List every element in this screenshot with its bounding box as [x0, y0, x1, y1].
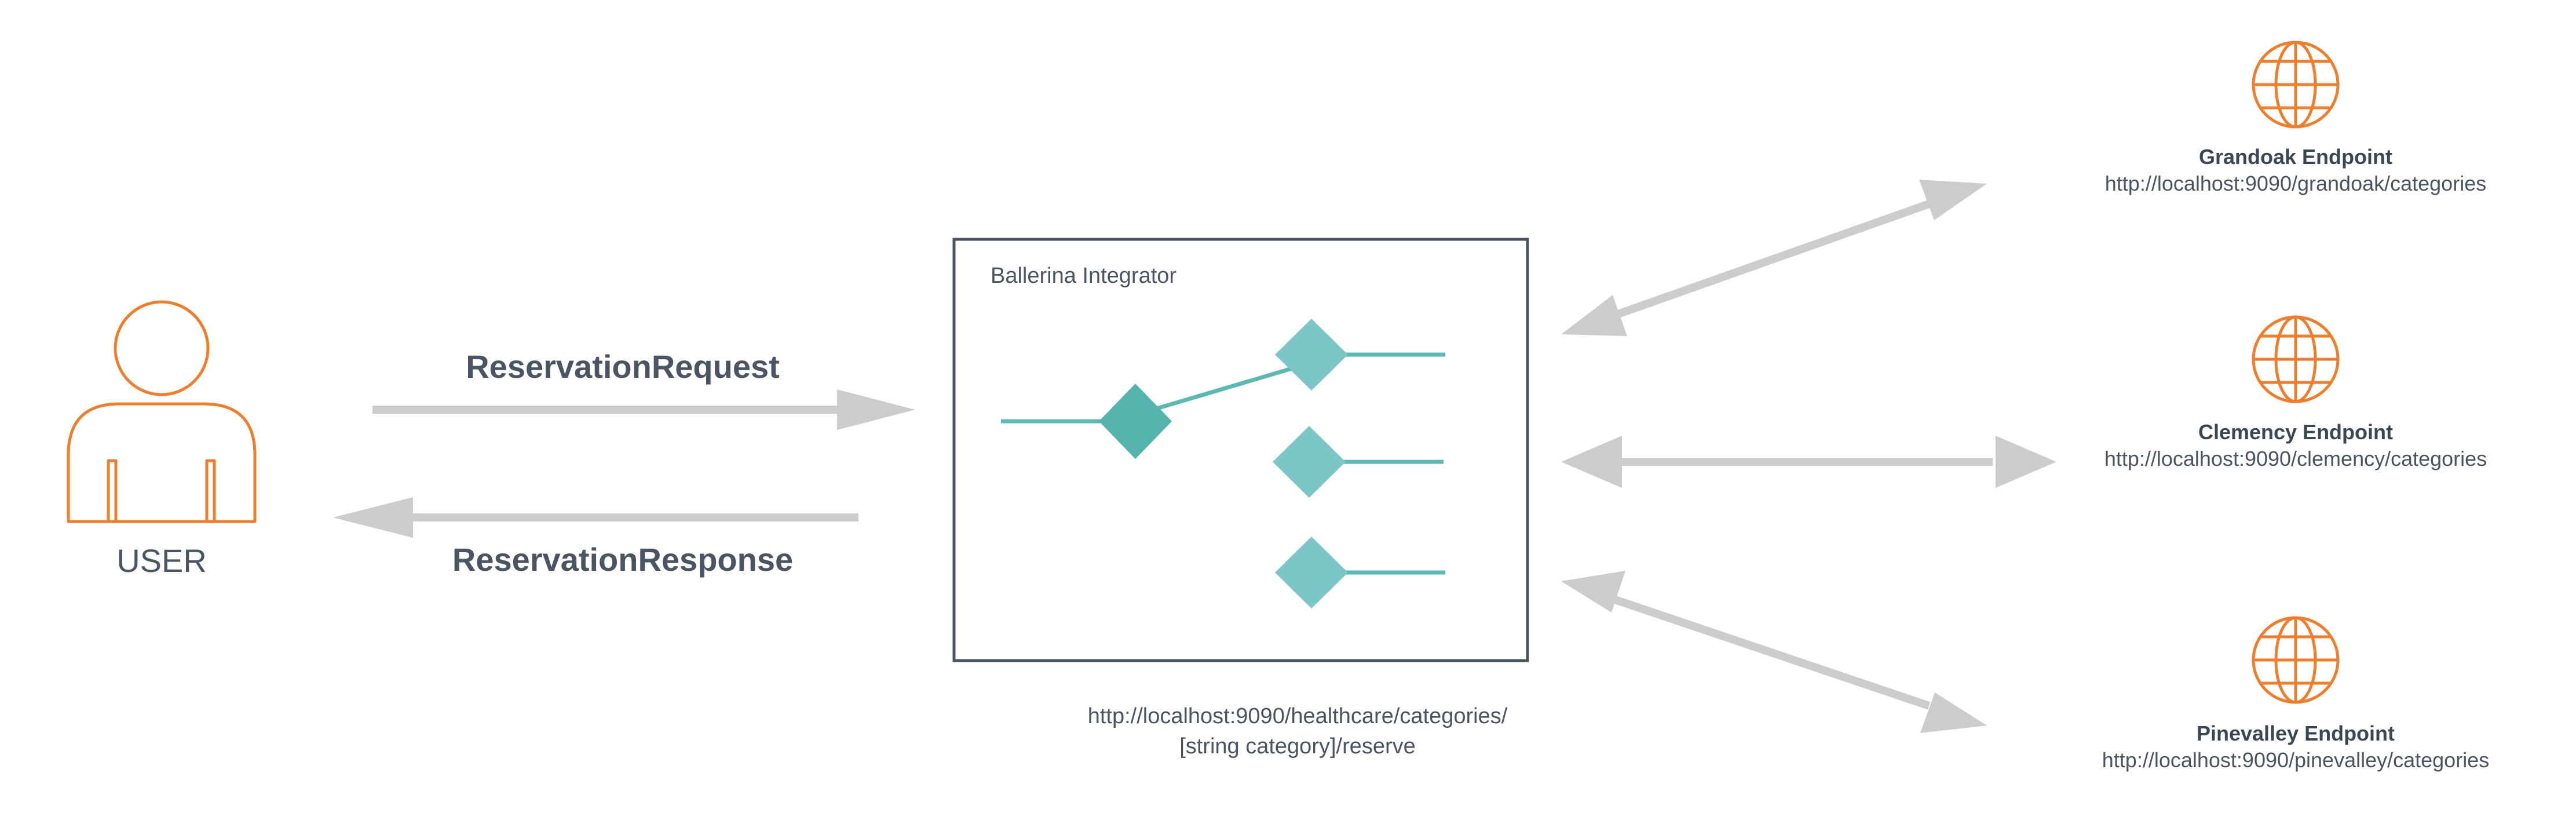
- request-label: ReservationRequest: [466, 348, 780, 385]
- endpoint-name: Pinevalley Endpoint: [2196, 721, 2395, 745]
- endpoint-name: Grandoak Endpoint: [2198, 145, 2393, 169]
- endpoint-arrow-grandoak: [1561, 180, 1987, 336]
- integrator-box: [952, 238, 1529, 662]
- flow-diamond-main: [1099, 384, 1172, 459]
- globe-icon: [2252, 315, 2340, 403]
- flow-diamond-2: [1273, 426, 1346, 498]
- user-icon: [67, 300, 257, 523]
- response-arrow: [333, 497, 858, 538]
- flow-line-branch: [1152, 364, 1298, 412]
- endpoint-url: http://localhost:9090/pinevalley/categor…: [2102, 748, 2490, 772]
- endpoint-pinevalley: Pinevalley Endpoint http://localhost:909…: [2102, 720, 2489, 774]
- integrator-title: Ballerina Integrator: [991, 264, 1177, 288]
- endpoint-arrow-pinevalley: [1561, 571, 1987, 733]
- flow-diamond-1: [1275, 319, 1348, 391]
- endpoint-url: http://localhost:9090/grandoak/categorie…: [2104, 172, 2487, 195]
- service-url-line-2: [string category]/reserve: [1179, 734, 1416, 759]
- endpoint-name: Clemency Endpoint: [2198, 420, 2394, 444]
- globe-icon: [2252, 616, 2340, 704]
- integrator-flow: [1001, 319, 1445, 608]
- endpoint-grandoak: Grandoak Endpoint http://localhost:9090/…: [2105, 144, 2486, 197]
- endpoint-clemency: Clemency Endpoint http://localhost:9090/…: [2104, 419, 2487, 472]
- flow-diamond-3: [1275, 537, 1348, 608]
- service-url-line-1: http://localhost:9090/healthcare/categor…: [1087, 704, 1508, 728]
- endpoint-url: http://localhost:9090/clemency/categorie…: [2104, 447, 2487, 471]
- user-label: USER: [116, 542, 207, 579]
- response-label: ReservationResponse: [452, 541, 794, 578]
- service-url: http://localhost:9090/healthcare/categor…: [1088, 701, 1508, 761]
- globe-icon: [2252, 41, 2340, 129]
- endpoint-arrow-clemency: [1561, 436, 2056, 488]
- request-arrow: [372, 389, 915, 430]
